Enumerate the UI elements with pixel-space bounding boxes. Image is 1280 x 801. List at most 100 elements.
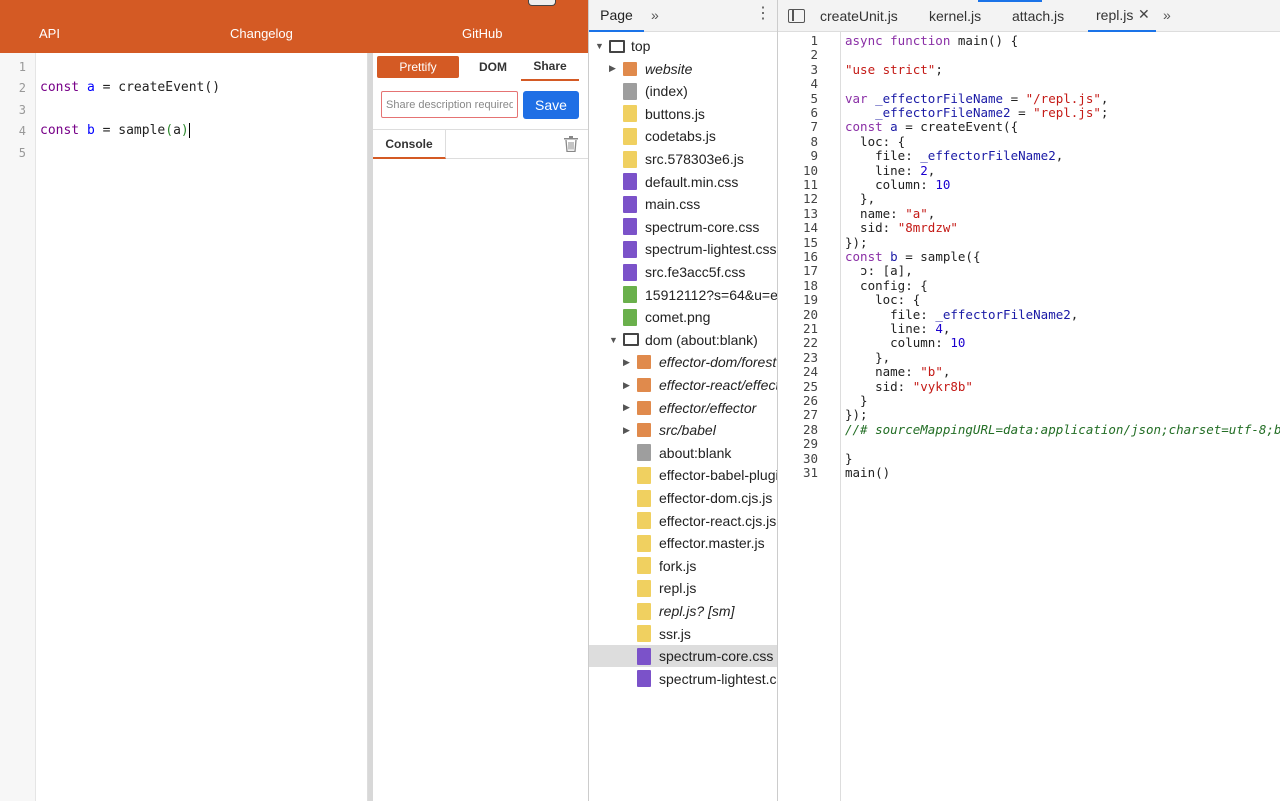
file-tab-kernel[interactable]: kernel.js [929,8,982,24]
code-token: = createEvent({ [897,119,1019,135]
save-button[interactable]: Save [523,91,579,119]
tree-item[interactable]: 15912112?s=64&u=e6 [589,284,777,306]
tree-item-label: main.css [645,196,701,213]
code-token: async [845,33,891,48]
file-icon [637,534,651,552]
code-token: "a" [905,205,928,221]
tree-item-label: comet.png [645,309,711,326]
chevron-right-icon[interactable]: ▶ [623,356,630,367]
source-line: }); [845,407,868,422]
text-cursor [188,123,190,138]
tab-page[interactable]: Page [589,0,644,32]
source-line: line: 2, [845,163,935,178]
tree-item[interactable]: comet.png [589,306,777,328]
nav-link-changelog[interactable]: Changelog [230,26,293,41]
code-token: _effectorFileName [875,90,1004,106]
chevron-right-icon[interactable]: ▶ [623,379,630,390]
code-token: const [845,119,891,135]
tree-item[interactable]: src.fe3acc5f.css [589,261,777,283]
tree-item[interactable]: repl.js? [sm] [589,600,777,622]
line-number: 21 [802,321,818,336]
tree-item[interactable]: spectrum-core.css [589,645,777,668]
tab-dom[interactable]: DOM [479,60,507,74]
tree-item[interactable]: effector.master.js [589,532,777,554]
prettify-button[interactable]: Prettify [377,56,459,78]
tree-item-label: (index) [645,83,688,100]
tab-console[interactable]: Console [373,130,446,159]
share-description-input[interactable] [381,91,518,118]
tree-item-label: ssr.js [659,625,691,642]
tree-item[interactable]: ▼top [589,35,777,57]
line-number: 7 [810,119,818,135]
code-token: } [845,450,853,466]
tree-item[interactable]: ▶effector-dom/forest [589,351,777,373]
tree-item[interactable]: repl.js [589,577,777,599]
tree-item[interactable]: ssr.js [589,623,777,645]
tree-item[interactable]: ▼ dom (about:blank) [589,329,777,351]
code-token: _effectorFileName2 [935,306,1071,322]
code-token: }); [845,234,868,250]
code-token: line: [845,321,936,336]
code-token: _effectorFileName2 [875,105,1011,120]
tree-item[interactable]: effector-react.cjs.js [589,510,777,532]
tree-item[interactable]: fork.js [589,555,777,577]
chevron-right-double-icon[interactable]: » [1163,7,1171,23]
source-line: async function main() { [845,33,1018,48]
code-token: , [927,205,936,221]
code-token: column: [845,335,951,351]
code-token: } [845,393,868,408]
chevron-right-double-icon[interactable]: » [651,7,659,23]
line-number: 12 [802,191,818,207]
tree-item[interactable]: main.css [589,193,777,215]
code-token: file: [845,148,921,164]
source-line: //# sourceMappingURL=data:application/js… [845,422,1280,437]
trash-icon[interactable] [564,136,578,152]
tree-item[interactable]: effector-dom.cjs.js [589,487,777,509]
source-line: } [845,393,868,408]
toggle-navigator-icon[interactable] [788,9,805,23]
pane-splitter[interactable] [368,53,373,801]
file-icon [637,625,651,643]
top-nav: API Changelog GitHub [0,12,588,53]
chevron-down-icon[interactable]: ▼ [609,334,618,345]
file-tab-bar: createUnit.js kernel.js attach.js repl.j… [778,0,1280,32]
tree-item[interactable]: spectrum-lightest.css [589,668,777,690]
tree-item[interactable]: src.578303e6.js [589,148,777,170]
tree-item[interactable]: ▶ effector/effector [589,397,777,419]
source-line: file: _effectorFileName2, [845,148,1063,163]
tree-item-label: dom (about:blank) [645,331,758,348]
tree-item[interactable]: ▶src/babel [589,419,777,441]
code-editor[interactable]: 1 2 3 4 5 const a = createEvent() const … [0,53,368,801]
tree-item-label: effector/effector [659,399,757,416]
tree-item[interactable]: spectrum-core.css [589,216,777,238]
nav-link-github[interactable]: GitHub [462,26,503,41]
tree-item[interactable]: about:blank [589,442,777,464]
file-tab-attach[interactable]: attach.js [1012,8,1065,24]
keyword: const [40,123,80,138]
source-line: const b = sample({ [845,249,980,264]
tree-item[interactable]: ▶website [589,58,777,80]
chevron-right-icon[interactable]: ▶ [623,424,630,435]
source-line: }, [845,350,890,365]
tree-item[interactable]: effector-babel-plugin [589,464,777,486]
tree-item[interactable]: spectrum-lightest.css [589,238,777,260]
file-tab-createunit[interactable]: createUnit.js [820,8,898,24]
tree-item[interactable]: codetabs.js [589,125,777,147]
code-token: , [927,162,936,178]
tree-item[interactable]: ▶effector-react/effector [589,374,777,396]
chevron-right-icon[interactable]: ▶ [623,402,630,413]
tree-item[interactable]: default.min.css [589,171,777,193]
chevron-down-icon[interactable]: ▼ [595,41,604,51]
tab-share[interactable]: Share [521,53,579,81]
folder-icon [637,423,651,438]
file-tab-repl[interactable]: repl.js [1088,0,1156,32]
line-number: 28 [802,421,818,437]
chevron-right-icon[interactable]: ▶ [609,63,616,74]
nav-link-api[interactable]: API [39,26,60,41]
close-icon[interactable]: ✕ [1138,6,1150,22]
tree-item[interactable]: buttons.js [589,103,777,125]
tree-item[interactable]: (index) [589,80,777,102]
kebab-icon[interactable]: ⋮ [755,5,771,22]
source-line: _effectorFileName2 = "repl.js"; [845,105,1108,120]
code-token: sid: [845,378,913,394]
